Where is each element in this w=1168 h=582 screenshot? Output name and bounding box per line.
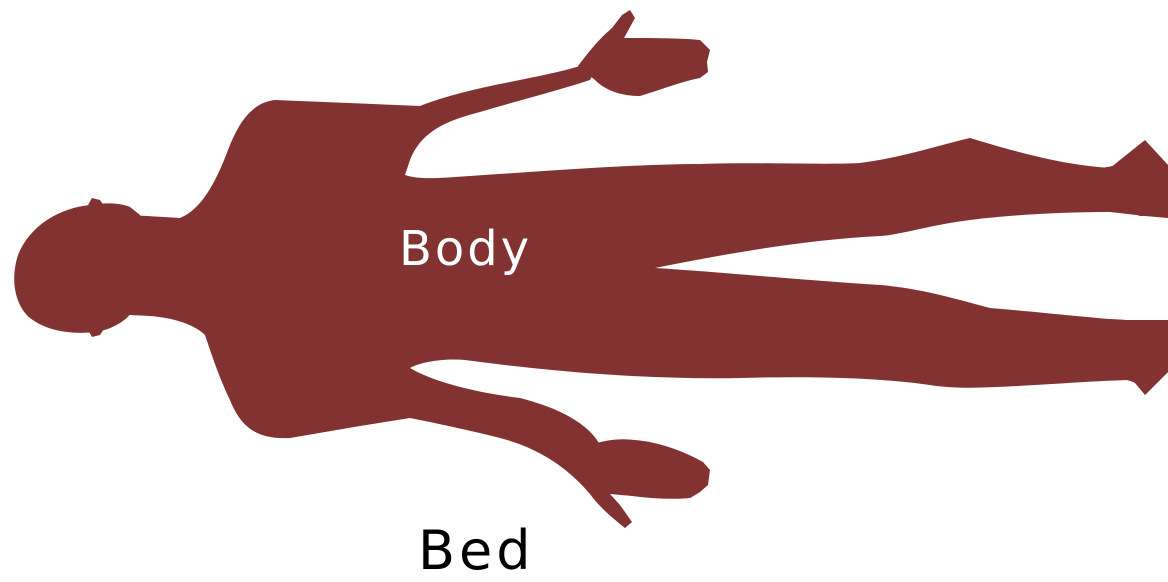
- foot-bottom: [1100, 319, 1168, 395]
- ear-top: [88, 198, 104, 206]
- hand-top: [578, 10, 710, 96]
- ear-bottom: [88, 329, 104, 337]
- head-shape: [14, 203, 140, 332]
- bed-label: Bed: [418, 524, 535, 578]
